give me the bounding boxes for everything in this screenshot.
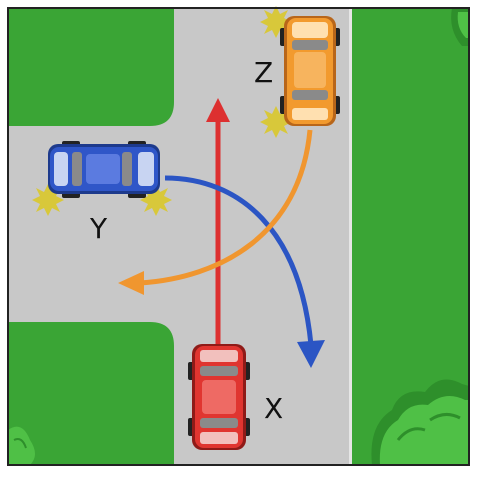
car-x-label: X	[264, 392, 283, 425]
kerb-line	[349, 8, 352, 465]
grass-top-left	[8, 8, 174, 126]
grass-bottom-left	[8, 322, 174, 465]
car-z-label: Z	[254, 56, 273, 89]
car-x	[188, 344, 250, 450]
car-y-label: Y	[89, 212, 108, 245]
